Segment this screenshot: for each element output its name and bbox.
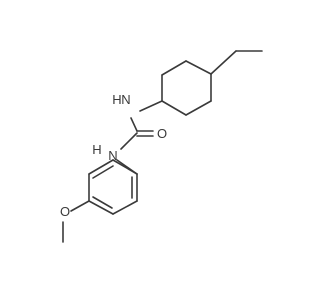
bond-ring-2 — [161, 60, 187, 76]
bond-benzene-5 — [88, 159, 114, 175]
bond-ethyl-ch2 — [210, 50, 237, 75]
bond-ring-5 — [185, 100, 212, 116]
atom-label-o-carbonyl: O — [157, 126, 167, 141]
atom-label-h-top: H — [112, 92, 121, 107]
bond-benzene-6 — [112, 159, 138, 175]
bond-ring-4 — [161, 100, 187, 116]
bond-benzene-2 — [112, 200, 138, 215]
bond-carbonyl-n — [120, 132, 138, 150]
atom-label-o-methoxy: O — [60, 204, 70, 219]
bond-benzene-3 — [88, 200, 114, 215]
bond-aryl-o — [70, 200, 90, 212]
bond-n-carbonyl — [130, 117, 138, 132]
bonds — [62, 50, 263, 243]
atom-labels: H N H N O O — [60, 92, 167, 219]
atom-label-h-left: H — [92, 142, 101, 157]
atom-label-n-left: N — [108, 148, 117, 163]
bond-benzene-5-inner — [92, 165, 114, 179]
bond-ring-n — [139, 100, 163, 112]
atom-label-n-top: N — [121, 92, 130, 107]
molecule-diagram: H N H N O O — [60, 50, 263, 243]
bond-ring-1 — [185, 60, 212, 75]
structure-canvas: H N H N O O — [60, 50, 263, 243]
bond-benzene-3-inner — [92, 196, 113, 209]
